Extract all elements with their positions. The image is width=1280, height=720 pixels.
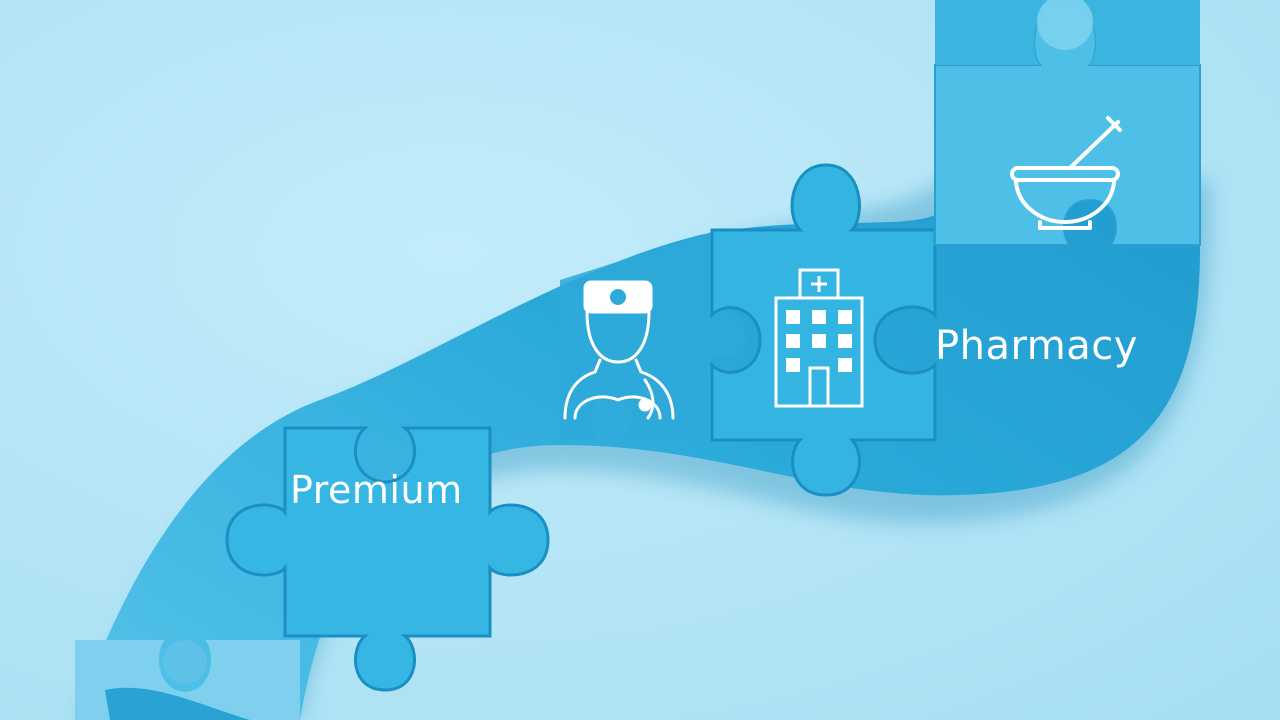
puzzle-piece-hospital: [710, 163, 937, 497]
pharmacy-label: Pharmacy: [935, 323, 1138, 369]
hospital-icon: [774, 268, 864, 408]
doctor-icon: [563, 280, 675, 420]
mortar-pestle-icon: [1010, 116, 1122, 230]
puzzle-piece-bottom-left: [75, 640, 300, 720]
puzzle-piece-pharmacy: [934, 0, 1201, 246]
premium-label: Premium: [290, 468, 463, 512]
puzzle-piece-premium: [225, 426, 550, 692]
